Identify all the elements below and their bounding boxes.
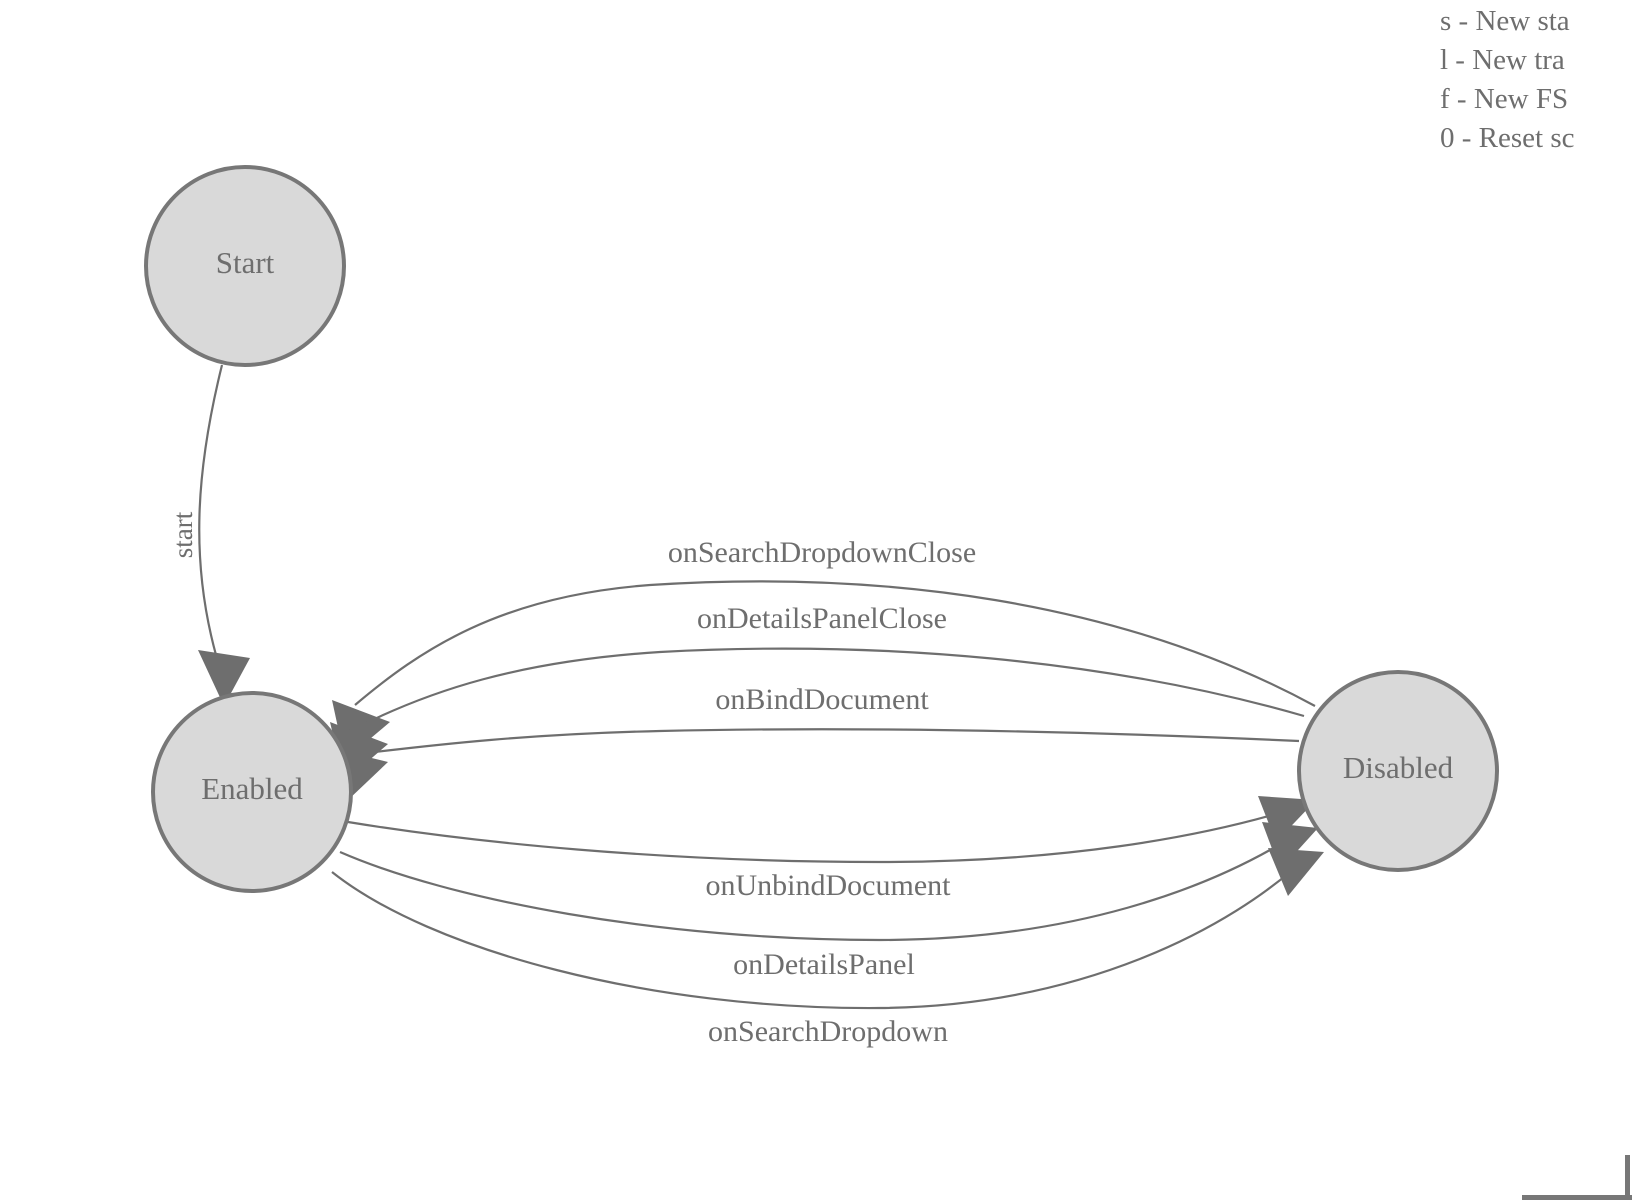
state-node-start-label: Start [216,245,275,280]
transition-on-details-panel-path [339,831,1301,942]
state-node-start-circle [144,165,346,367]
transition-label-on-search-dropdown-close: onSearchDropdownClose [668,536,976,569]
transition-start[interactable] [198,364,250,706]
transition-on-unbind-document[interactable] [347,796,1316,864]
transition-on-bind-document-path [349,728,1300,757]
transition-on-search-dropdown[interactable] [331,848,1324,1010]
transition-on-details-panel-close-path [351,647,1305,731]
transition-label-on-unbind-document: onUnbindDocument [706,869,952,902]
transition-label-on-details-panel: onDetailsPanel [733,948,915,981]
transition-label-on-bind-document: onBindDocument [715,683,929,716]
state-node-disabled-label: Disabled [1343,750,1454,785]
transition-label-on-details-panel-close: onDetailsPanelClose [697,602,947,635]
transition-start-path [198,364,224,656]
transition-on-search-dropdown-close-path [354,580,1316,707]
transition-on-search-dropdown-arrowhead [1268,848,1324,896]
state-node-enabled-circle [151,691,353,893]
state-node-start[interactable]: Start [144,165,346,367]
transition-on-unbind-document-path [347,806,1297,864]
transition-label-on-search-dropdown: onSearchDropdown [708,1015,948,1048]
transition-label-start: start [168,511,198,558]
state-node-disabled-circle [1297,670,1499,872]
transition-on-bind-document[interactable] [330,728,1300,800]
state-node-enabled-label: Enabled [201,771,303,806]
transition-start-arrowhead [198,650,250,706]
transition-on-search-dropdown-path [331,855,1309,1010]
state-node-enabled[interactable]: Enabled [151,691,353,893]
state-node-disabled[interactable]: Disabled [1297,670,1499,872]
